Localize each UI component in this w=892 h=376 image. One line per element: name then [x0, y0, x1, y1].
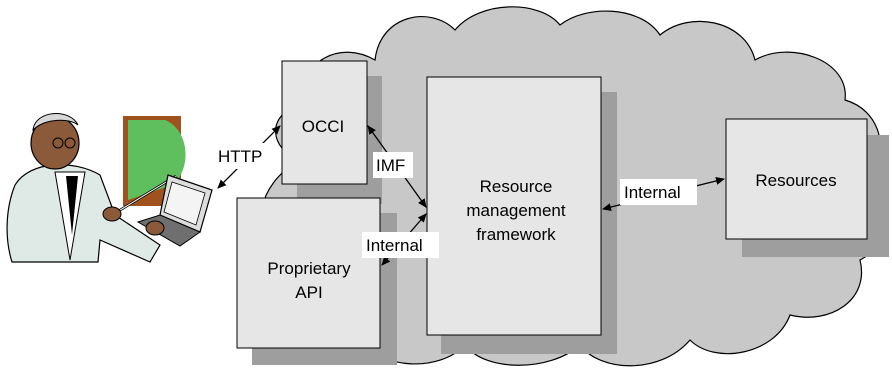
rmf-label-line2: management — [466, 201, 566, 220]
laptop-icon — [136, 174, 213, 247]
resources-label: Resources — [755, 171, 836, 190]
http-label: HTTP — [218, 147, 262, 166]
occi-label: OCCI — [302, 117, 345, 136]
presenter-illustration — [6, 113, 213, 263]
occi-box — [281, 60, 368, 185]
imf-label: IMF — [376, 156, 405, 175]
proprietary-api-box — [236, 197, 381, 349]
proprietary-label-line2: API — [295, 283, 322, 302]
internal-left-label: Internal — [366, 236, 423, 255]
resources-box — [725, 118, 868, 240]
proprietary-label-line1: Proprietary — [267, 259, 351, 278]
rmf-label-line3: framework — [476, 225, 556, 244]
resource-management-framework-box — [426, 76, 602, 336]
internal-right-label: Internal — [624, 183, 681, 202]
rmf-label-line1: Resource — [480, 177, 553, 196]
